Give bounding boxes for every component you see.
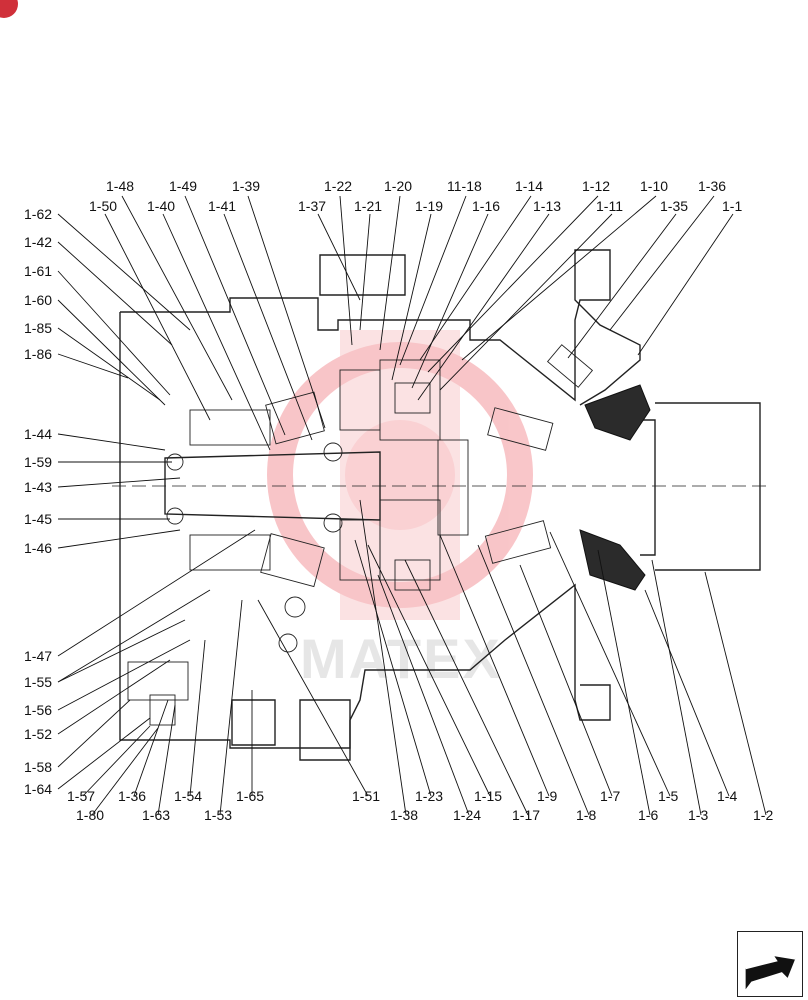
callouts-left: 1-62 1-42 1-61 1-60 1-85 1-86 1-44 1-59 … [24, 206, 52, 797]
callout-label: 1-55 [24, 674, 52, 690]
callout-label: 1-1 [722, 198, 742, 214]
callout-label: 1-47 [24, 648, 52, 664]
callout-label: 1-53 [204, 807, 232, 823]
navigation-button[interactable] [737, 931, 803, 997]
callout-label: 1-11 [596, 198, 623, 214]
leader-lines [57, 195, 767, 816]
corner-badge-icon [0, 0, 18, 18]
callout-label: 1-61 [24, 263, 52, 279]
callout-label: 1-85 [24, 320, 52, 336]
callout-label: 1-80 [76, 807, 104, 823]
callout-label: 1-21 [354, 198, 382, 214]
callout-label: 1-41 [208, 198, 236, 214]
callout-label: 1-36 [118, 788, 146, 804]
callout-label: 1-50 [89, 198, 117, 214]
callout-label: 1-60 [24, 292, 52, 308]
callout-label: 1-48 [106, 178, 134, 194]
callouts-top-row1: 1-48 1-49 1-39 1-22 1-20 11-18 1-14 1-12… [106, 178, 726, 194]
callout-label: 1-59 [24, 454, 52, 470]
arrow-navigation-icon [745, 953, 796, 990]
callout-label: 1-49 [169, 178, 197, 194]
callout-label: 1-44 [24, 426, 52, 442]
callout-label: 1-63 [142, 807, 170, 823]
callout-label: 1-19 [415, 198, 443, 214]
callout-label: 1-54 [174, 788, 202, 804]
callout-label: 1-35 [660, 198, 688, 214]
callout-label: 1-64 [24, 781, 52, 797]
callout-label: 1-17 [512, 807, 540, 823]
callout-label: 1-38 [390, 807, 418, 823]
watermark-text: MATEX [300, 627, 502, 690]
callout-label: 1-58 [24, 759, 52, 775]
callout-label: 1-39 [232, 178, 260, 194]
watermark-logo [267, 330, 533, 620]
callout-label: 11-18 [447, 178, 482, 194]
callout-label: 1-9 [537, 788, 557, 804]
callout-label: 1-10 [640, 178, 668, 194]
callout-label: 1-57 [67, 788, 95, 804]
callout-label: 1-14 [515, 178, 543, 194]
callout-label: 1-15 [474, 788, 502, 804]
callout-label: 1-8 [576, 807, 596, 823]
callout-label: 1-46 [24, 540, 52, 556]
callout-label: 1-5 [658, 788, 678, 804]
callout-label: 1-2 [753, 807, 773, 823]
motor-housing [112, 249, 770, 761]
callout-label: 1-16 [472, 198, 500, 214]
callout-label: 1-42 [24, 234, 52, 250]
callout-label: 1-22 [324, 178, 352, 194]
callout-label: 1-23 [415, 788, 443, 804]
callout-label: 1-45 [24, 511, 52, 527]
callouts-bottom-row2: 1-80 1-63 1-53 1-38 1-24 1-17 1-8 1-6 1-… [76, 807, 773, 823]
callout-label: 1-6 [638, 807, 658, 823]
callout-label: 1-62 [24, 206, 52, 222]
callout-label: 1-37 [298, 198, 326, 214]
callout-label: 1-7 [600, 788, 620, 804]
callout-label: 1-56 [24, 702, 52, 718]
callout-label: 1-65 [236, 788, 264, 804]
callout-label: 1-43 [24, 479, 52, 495]
callout-label: 1-36 [698, 178, 726, 194]
callout-label: 1-4 [717, 788, 737, 804]
callout-label: 1-52 [24, 726, 52, 742]
callout-label: 1-12 [582, 178, 610, 194]
callouts-top-row2: 1-50 1-40 1-41 1-37 1-21 1-19 1-16 1-13 … [89, 198, 742, 214]
callout-label: 1-86 [24, 346, 52, 362]
callout-label: 1-24 [453, 807, 481, 823]
callout-label: 1-51 [352, 788, 380, 804]
callout-label: 1-40 [147, 198, 175, 214]
callout-label: 1-13 [533, 198, 561, 214]
callouts-bottom-row1: 1-57 1-36 1-54 1-65 1-51 1-23 1-15 1-9 1… [67, 788, 737, 804]
callout-label: 1-3 [688, 807, 708, 823]
callout-label: 1-20 [384, 178, 412, 194]
